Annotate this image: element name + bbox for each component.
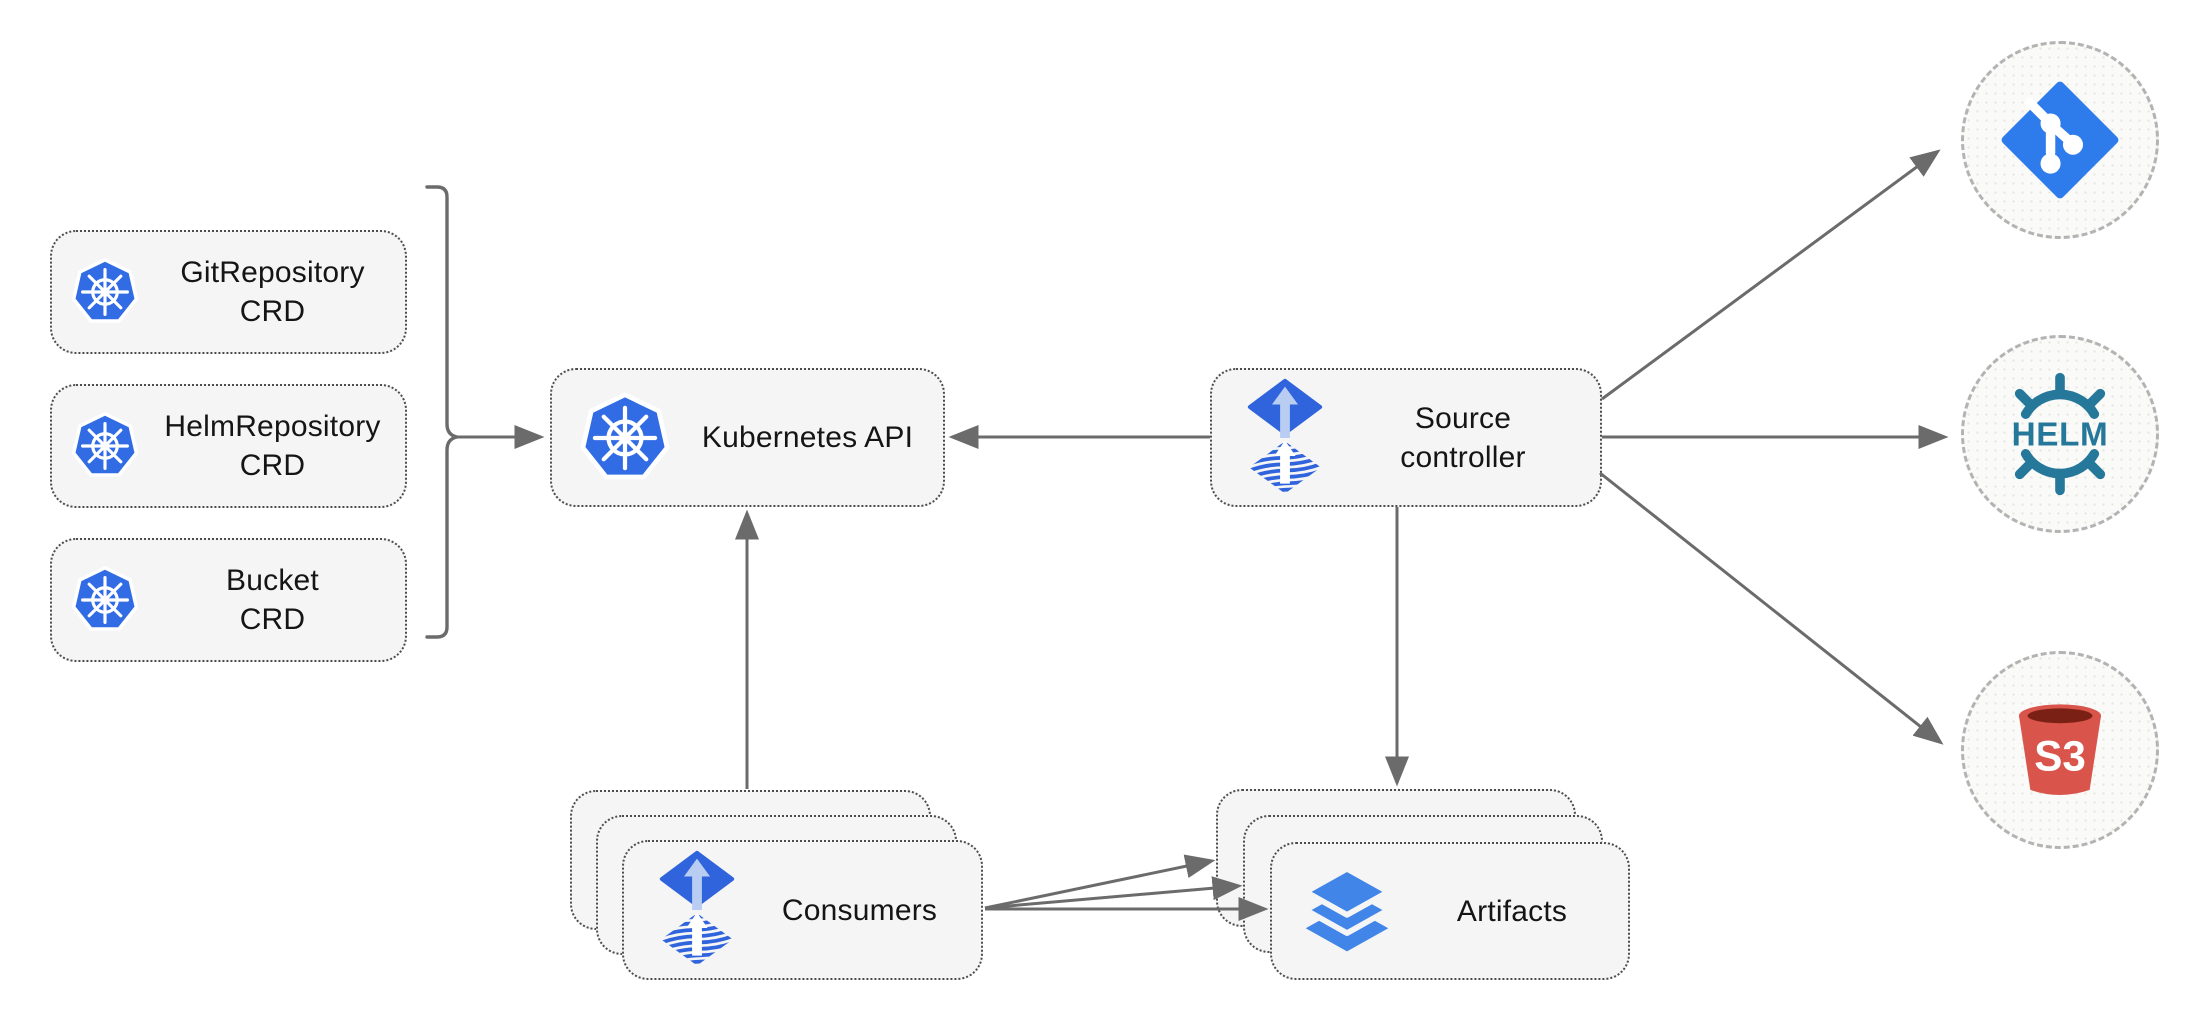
kubernetes-api-box: Kubernetes API xyxy=(550,368,945,507)
arrow-source-controller-to-git xyxy=(1601,149,1941,401)
artifacts-box: Artifacts xyxy=(1270,842,1630,980)
kubernetes-icon xyxy=(71,258,139,323)
flux-icon xyxy=(1247,378,1323,493)
crd-box-bucket: Bucket CRD xyxy=(50,538,407,662)
git-icon xyxy=(2001,81,2119,199)
arrow-consumers-to-artifacts-middle xyxy=(984,876,1243,910)
node-label: Artifacts xyxy=(1456,894,1568,928)
crd-box-gitrepository: GitRepository CRD xyxy=(50,230,407,354)
node-label: Source controller xyxy=(1400,401,1526,474)
kubernetes-icon xyxy=(71,566,139,631)
helm-label: HELM xyxy=(2012,417,2109,454)
s3-label: S3 xyxy=(2034,733,2086,780)
flux-icon xyxy=(659,850,735,966)
arrow-source-controller-to-s3 xyxy=(1599,471,1944,745)
consumers-box: Consumers xyxy=(622,840,983,980)
crd-box-helmrepository: HelmRepository CRD xyxy=(50,384,407,508)
node-label: Bucket CRD xyxy=(226,564,319,636)
kubernetes-icon xyxy=(71,412,139,477)
node-label: HelmRepository CRD xyxy=(164,410,381,482)
node-label: Consumers xyxy=(781,893,938,927)
helm-icon: HELM xyxy=(2012,372,2109,496)
arrow-consumers-to-artifacts-back xyxy=(984,854,1216,910)
source-controller-box: Source controller xyxy=(1210,368,1602,507)
node-label: Kubernetes API xyxy=(701,421,914,454)
kubernetes-icon xyxy=(580,391,670,479)
layers-icon xyxy=(1302,865,1392,952)
node-label: GitRepository CRD xyxy=(180,256,365,328)
external-helm-node: HELM xyxy=(1961,335,2159,533)
crd-group-bracket xyxy=(425,185,459,639)
external-s3-node: S3 xyxy=(1961,651,2159,849)
s3-bucket-icon: S3 xyxy=(2018,704,2102,796)
external-git-node xyxy=(1961,41,2159,239)
